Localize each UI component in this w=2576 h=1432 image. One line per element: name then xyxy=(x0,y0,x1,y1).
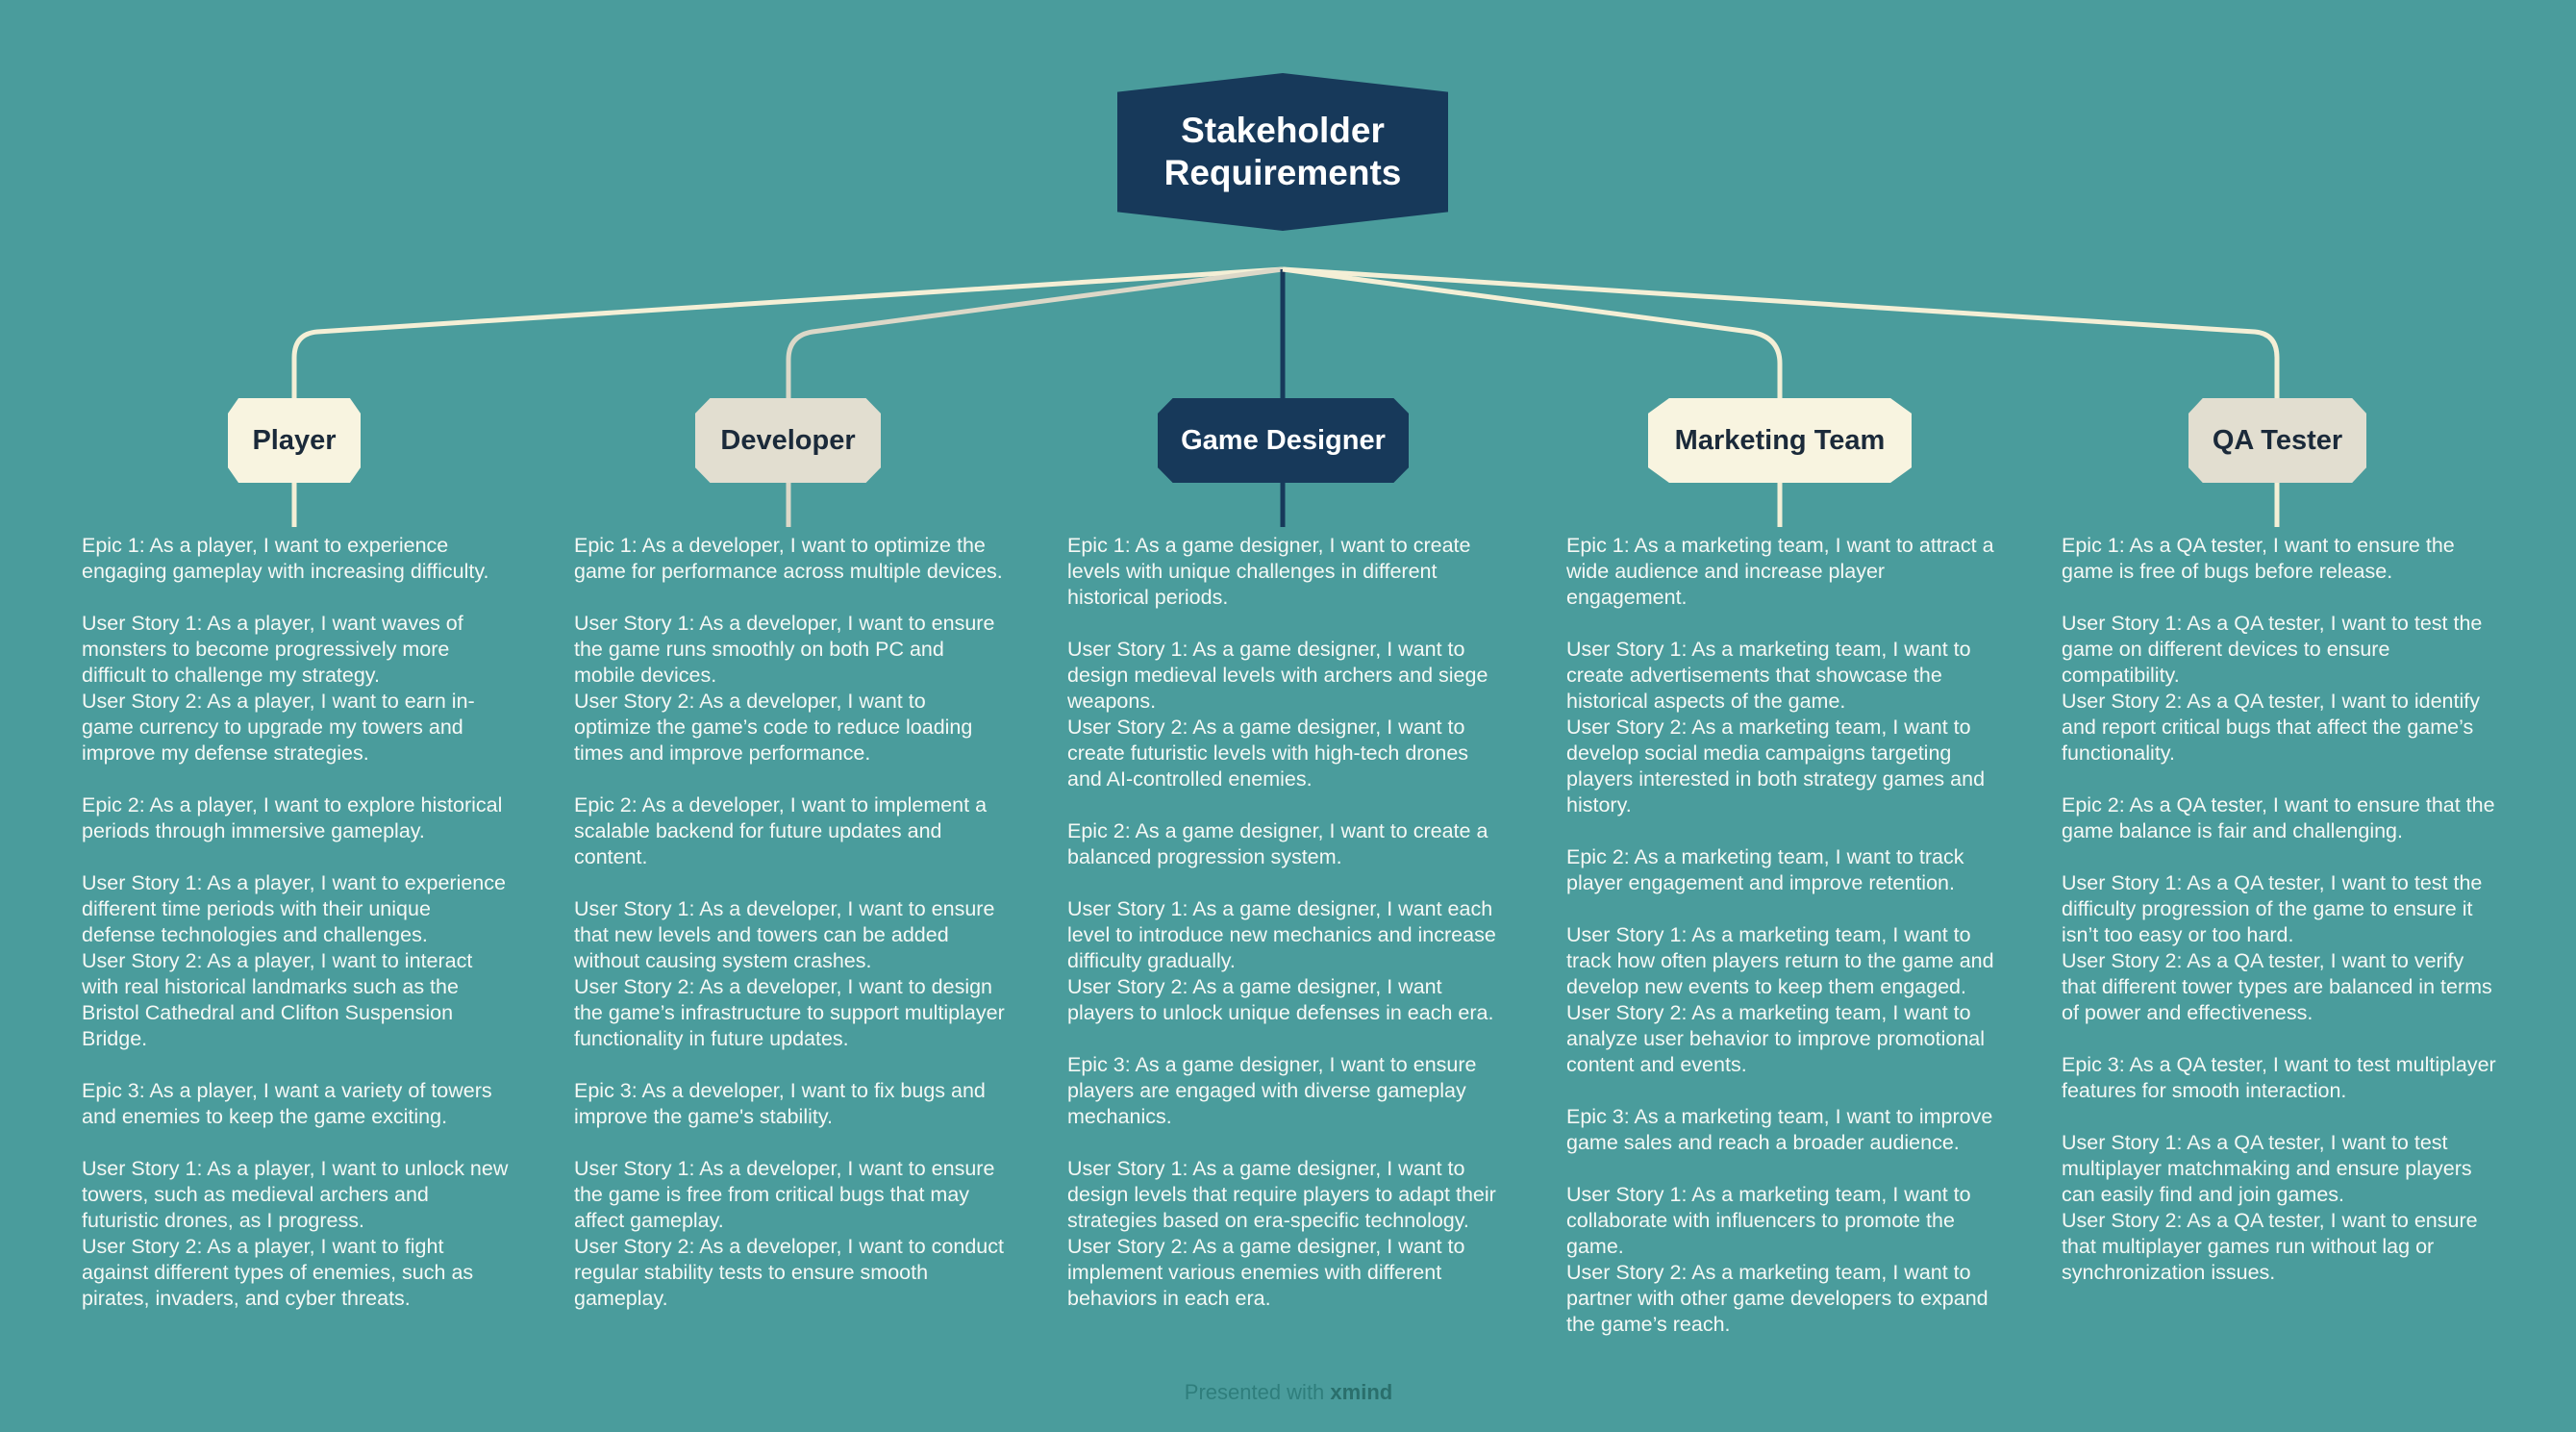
connector-marketing xyxy=(1282,266,1783,398)
developer-requirements[interactable]: Epic 1: As a developer, I want to optimi… xyxy=(574,533,1007,1312)
requirement-item: User Story 2: As a QA tester, I want to … xyxy=(2062,690,2480,765)
requirement-item: User Story 1: As a developer, I want to … xyxy=(574,897,995,972)
presented-with-footer: Presented with xmind xyxy=(1135,1380,1442,1405)
requirement-item: User Story 2: As a QA tester, I want to … xyxy=(2062,949,2492,1024)
topic-game-designer[interactable]: Game Designer xyxy=(1158,398,1409,483)
requirement-item: User Story 2: As a game designer, I want… xyxy=(1067,1235,1465,1310)
requirement-item: User Story 2: As a developer, I want to … xyxy=(574,690,973,765)
requirement-item: Epic 2: As a developer, I want to implem… xyxy=(574,793,988,868)
requirement-item: User Story 1: As a game designer, I want… xyxy=(1067,1157,1496,1232)
marketing-team-requirements[interactable]: Epic 1: As a marketing team, I want to a… xyxy=(1566,533,1994,1338)
requirement-item: User Story 2: As a game designer, I want… xyxy=(1067,716,1469,791)
requirement-item: Epic 2: As a marketing team, I want to t… xyxy=(1566,845,1964,894)
requirement-item: User Story 2: As a QA tester, I want to … xyxy=(2062,1209,2478,1284)
requirement-item: Epic 2: As a QA tester, I want to ensure… xyxy=(2062,793,2495,842)
requirement-item: User Story 1: As a marketing team, I wan… xyxy=(1566,638,1971,713)
requirement-item: User Story 2: As a player, I want to int… xyxy=(82,949,473,1050)
requirement-item: Epic 3: As a game designer, I want to en… xyxy=(1067,1053,1477,1128)
topic-developer[interactable]: Developer xyxy=(695,398,881,483)
requirement-item: Epic 3: As a developer, I want to fix bu… xyxy=(574,1079,986,1128)
root-topic[interactable]: Stakeholder Requirements xyxy=(1117,73,1448,231)
requirement-item: Epic 2: As a player, I want to explore h… xyxy=(82,793,503,842)
requirement-item: User Story 2: As a marketing team, I wan… xyxy=(1566,1001,1986,1076)
requirement-item: Epic 1: As a marketing team, I want to a… xyxy=(1566,534,1994,609)
game-designer-requirements[interactable]: Epic 1: As a game designer, I want to cr… xyxy=(1067,533,1500,1312)
requirement-item: User Story 2: As a player, I want to fig… xyxy=(82,1235,474,1310)
requirement-item: User Story 2: As a developer, I want to … xyxy=(574,1235,1004,1310)
topic-player-label: Player xyxy=(252,424,337,456)
requirement-item: User Story 2: As a player, I want to ear… xyxy=(82,690,475,765)
topic-marketing-team-label: Marketing Team xyxy=(1674,424,1886,456)
root-title: Stakeholder Requirements xyxy=(1163,111,1402,192)
topic-qa-tester[interactable]: QA Tester xyxy=(2188,398,2366,483)
connector-developer xyxy=(786,266,1284,398)
requirement-item: User Story 2: As a game designer, I want… xyxy=(1067,975,1494,1024)
requirement-item: Epic 3: As a QA tester, I want to test m… xyxy=(2062,1053,2496,1102)
topic-marketing-team[interactable]: Marketing Team xyxy=(1648,398,1912,483)
requirement-item: User Story 2: As a marketing team, I wan… xyxy=(1566,716,1986,816)
requirement-item: User Story 1: As a player, I want waves … xyxy=(82,612,463,687)
topic-game-designer-label: Game Designer xyxy=(1181,424,1386,456)
footer-text: Presented with xyxy=(1184,1380,1325,1404)
requirement-item: Epic 1: As a game designer, I want to cr… xyxy=(1067,534,1471,609)
requirement-item: User Story 2: As a developer, I want to … xyxy=(574,975,1005,1050)
requirement-item: User Story 2: As a marketing team, I wan… xyxy=(1566,1261,1988,1336)
requirement-item: Epic 3: As a marketing team, I want to i… xyxy=(1566,1105,1993,1154)
requirement-item: User Story 1: As a game designer, I want… xyxy=(1067,897,1496,972)
requirement-item: User Story 1: As a developer, I want to … xyxy=(574,612,995,687)
requirement-item: User Story 1: As a QA tester, I want to … xyxy=(2062,612,2483,687)
connector-qa xyxy=(1282,266,2280,398)
requirement-item: User Story 1: As a player, I want to exp… xyxy=(82,871,506,946)
requirement-item: User Story 1: As a QA tester, I want to … xyxy=(2062,871,2483,946)
topic-developer-label: Developer xyxy=(720,424,856,456)
requirement-item: Epic 1: As a player, I want to experienc… xyxy=(82,534,489,583)
connector-player xyxy=(291,266,1284,398)
requirement-item: Epic 3: As a player, I want a variety of… xyxy=(82,1079,492,1128)
requirement-item: User Story 1: As a QA tester, I want to … xyxy=(2062,1131,2472,1206)
requirement-item: User Story 1: As a marketing team, I wan… xyxy=(1566,923,1994,998)
requirement-item: Epic 1: As a QA tester, I want to ensure… xyxy=(2062,534,2455,583)
requirement-item: Epic 2: As a game designer, I want to cr… xyxy=(1067,819,1488,868)
player-requirements[interactable]: Epic 1: As a player, I want to experienc… xyxy=(82,533,510,1312)
requirement-item: Epic 1: As a developer, I want to optimi… xyxy=(574,534,1003,583)
requirement-item: User Story 1: As a marketing team, I wan… xyxy=(1566,1183,1971,1258)
xmind-logo-text: xmind xyxy=(1330,1380,1393,1404)
requirement-item: User Story 1: As a player, I want to unl… xyxy=(82,1157,509,1232)
topic-player[interactable]: Player xyxy=(228,398,361,483)
requirement-item: User Story 1: As a game designer, I want… xyxy=(1067,638,1488,713)
topic-qa-tester-label: QA Tester xyxy=(2212,424,2343,456)
requirement-item: User Story 1: As a developer, I want to … xyxy=(574,1157,995,1232)
qa-tester-requirements[interactable]: Epic 1: As a QA tester, I want to ensure… xyxy=(2062,533,2504,1286)
